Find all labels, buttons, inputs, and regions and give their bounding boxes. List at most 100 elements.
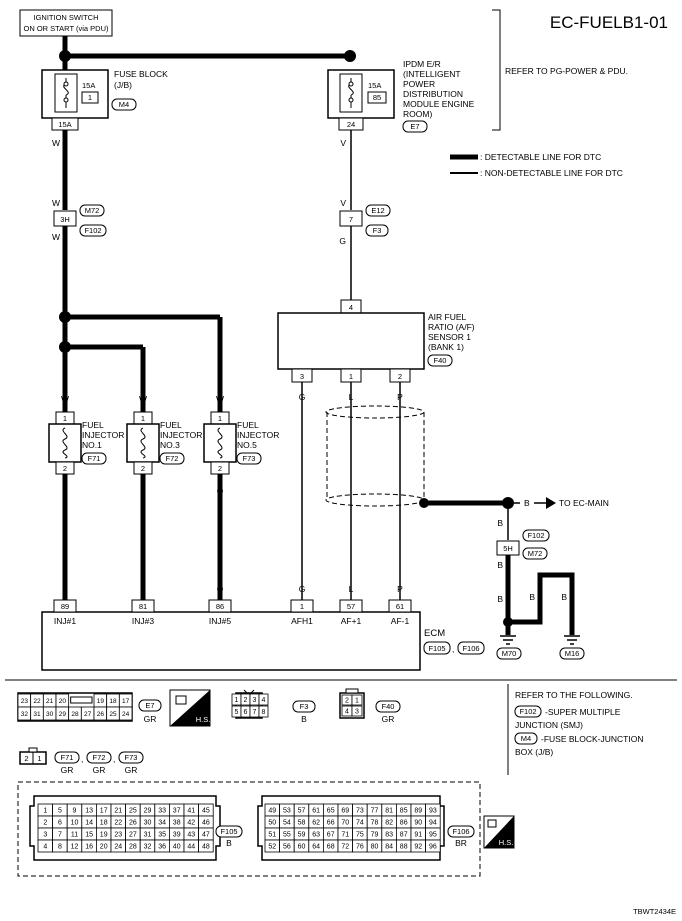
refer-bracket	[492, 9, 501, 131]
ipdm-label-4: DISTRIBUTION	[403, 89, 463, 99]
pin-number: 15	[85, 832, 93, 839]
pin-number: 88	[400, 844, 408, 851]
fuel-injector-5: W 1 2 FUEL INJECTOR NO.5 F73	[203, 394, 279, 475]
ecm-pin-name-1: INJ#3	[132, 616, 154, 626]
inj-color-3: GR	[125, 765, 138, 775]
pin-number: 27	[84, 711, 92, 718]
pin-number: 90	[414, 820, 422, 827]
wire-p-inj3b: P	[140, 584, 146, 594]
pin-number: 3	[355, 709, 359, 716]
pin-number: 18	[109, 698, 117, 705]
pin-number: 4	[345, 709, 349, 716]
ipdm-rating: 15A	[368, 81, 381, 90]
inj3-t2: 2	[141, 464, 145, 473]
pin-number: 93	[429, 808, 437, 815]
pin-number: 17	[122, 698, 130, 705]
f105-label: F105	[220, 827, 237, 836]
inj-color-2: GR	[93, 765, 106, 775]
refer-m4: M4	[521, 734, 531, 743]
pin-number: 20	[59, 698, 67, 705]
wire-p-inj3: P	[140, 486, 146, 496]
pin-number: 82	[385, 820, 393, 827]
ecm-pin-num-1: 81	[139, 602, 147, 611]
arrow-icon	[546, 497, 556, 509]
pin-number: 2	[43, 820, 47, 827]
ipdm-terminal: 24	[347, 120, 355, 129]
pin-number: 64	[312, 844, 320, 851]
fuse-block-no: 1	[88, 93, 92, 102]
pin-number: 4	[262, 697, 266, 704]
pin-number: 70	[341, 820, 349, 827]
wire-b-5: B	[529, 592, 535, 602]
wire-b-4: B	[497, 594, 503, 604]
inj1-label-1: FUEL	[82, 420, 104, 430]
pin-number: 21	[46, 698, 54, 705]
junction-right-conn-bottom: F3	[373, 226, 382, 235]
pin-number: 59	[298, 832, 306, 839]
pin-cell	[198, 839, 214, 853]
refer-f102-desc1: -SUPER MULTIPLE	[545, 707, 621, 717]
pin-number: 71	[341, 832, 349, 839]
pin-number: 85	[400, 808, 408, 815]
ipdm-label-1: IPDM E/R	[403, 59, 441, 69]
junction-left-conn-top: M72	[85, 206, 100, 215]
pin-number: 65	[327, 808, 335, 815]
af-sensor-conn: F40	[434, 356, 447, 365]
pin-number: 69	[341, 808, 349, 815]
shield-bottom	[325, 493, 425, 507]
pin-number: 75	[356, 832, 364, 839]
pin-number: 55	[283, 832, 291, 839]
pin-number: 14	[85, 820, 93, 827]
wire-g-3: G	[299, 584, 306, 594]
wire-o-inj5b: O	[217, 584, 224, 594]
wire-w-inj1: W	[61, 394, 69, 404]
inj3-conn: F72	[166, 454, 179, 463]
pin-number: 28	[71, 711, 79, 718]
pin-number: 12	[71, 844, 79, 851]
f106-label: F106	[452, 827, 469, 836]
wire-l-2: L	[349, 584, 354, 594]
pin-number: 81	[385, 808, 393, 815]
wire-v-1: V	[340, 138, 346, 148]
pin-number: 26	[129, 820, 137, 827]
ecm-label: ECM	[424, 628, 445, 639]
pin-number: 54	[283, 820, 291, 827]
splice-top-right	[344, 50, 356, 62]
pin-number: 67	[327, 832, 335, 839]
inj1-t1: 1	[63, 414, 67, 423]
af-sensor-terminal-2: 2	[398, 372, 402, 381]
pin-number: 60	[298, 844, 306, 851]
inj1-label-3: NO.1	[82, 440, 102, 450]
inj1-t2: 2	[63, 464, 67, 473]
hs-icon: H.S.	[169, 689, 211, 727]
ground-right: M16	[565, 649, 580, 658]
pin-number: 94	[429, 820, 437, 827]
pin-number: 78	[371, 820, 379, 827]
pin-number: 84	[385, 844, 393, 851]
pin-number: 6	[244, 709, 248, 716]
pin-cell	[258, 705, 269, 718]
pin-number: 18	[100, 820, 108, 827]
pin-number: 25	[129, 808, 137, 815]
ecm-pin-num-0: 89	[61, 602, 69, 611]
ipdm-conn: E7	[410, 122, 419, 131]
wire-b-2: B	[497, 518, 503, 528]
refer-f102-desc2: JUNCTION (SMJ)	[515, 720, 583, 730]
pin-number: 57	[298, 808, 306, 815]
pin-number: 56	[283, 844, 291, 851]
pin-number: 53	[283, 808, 291, 815]
inj3-t1: 1	[141, 414, 145, 423]
legend-detectable: : DETECTABLE LINE FOR DTC	[480, 152, 601, 162]
ground-icon-m16	[564, 635, 580, 645]
fuel-injector-1: W 1 2 FUEL INJECTOR NO.1 F71	[48, 394, 124, 475]
pin-number: 10	[71, 820, 79, 827]
pin-number: 37	[173, 808, 181, 815]
pin-number: 19	[97, 698, 105, 705]
wire-w-3: W	[52, 232, 60, 242]
wire-b-6: B	[561, 592, 567, 602]
junction-right-terminal: 7	[349, 215, 353, 224]
